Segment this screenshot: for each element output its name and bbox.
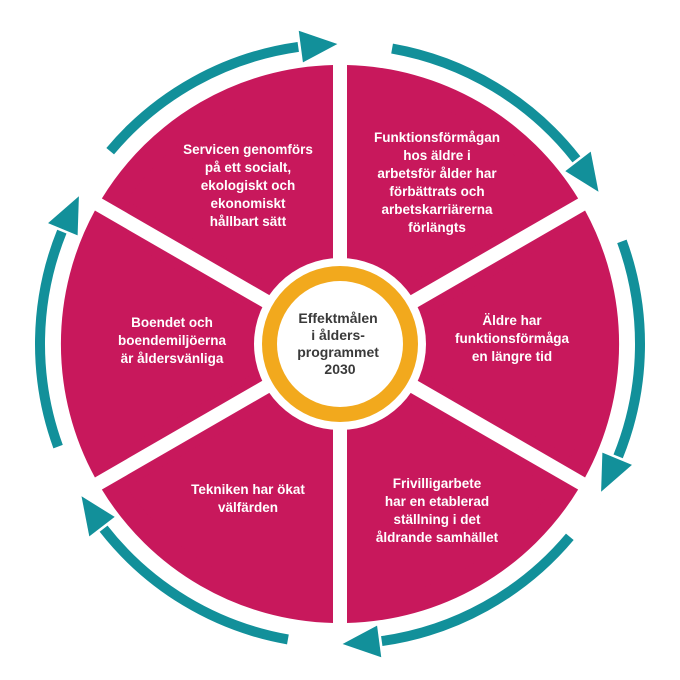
goal-label-functional-capacity: Äldre har funktionsförmåga en längre tid — [455, 313, 569, 364]
petal-divider — [388, 367, 604, 501]
goal-label-line: är åldersvänliga — [121, 351, 224, 366]
center-title: Effektmålen i ålders- programmet 2030 — [297, 310, 383, 377]
goal-label-line: ekonomiskt — [210, 196, 286, 211]
goal-label-volunteering: Frivilligarbete har en etablerad ställning… — [376, 476, 499, 545]
goal-label-line: har en etablerad — [385, 494, 489, 509]
goal-label-line: en längre tid — [472, 349, 552, 364]
goal-label-line: förlängts — [408, 220, 466, 235]
cycle-arrow-head — [601, 452, 632, 492]
goal-petal-volunteering — [335, 367, 580, 623]
center-disc — [277, 281, 403, 407]
cycle-arrow-head — [298, 30, 338, 63]
goal-petals — [60, 56, 620, 632]
goal-label-line: Funktionsförmågan — [374, 130, 500, 145]
cycle-arrow-arc — [391, 43, 581, 163]
cycle-arrow-head — [48, 196, 79, 236]
center-hub: Effektmålen i ålders- programmet 2030 — [262, 266, 418, 422]
cycle-arrow-arc — [106, 41, 299, 155]
goal-label-line: Servicen genomförs — [183, 142, 313, 157]
cycle-arrow-arc — [99, 525, 289, 645]
goal-label-line: ställning i det — [393, 512, 481, 527]
cycle-arrows — [35, 30, 645, 658]
goal-label-housing: Boendet och boendemiljöerna är åldersvänli… — [118, 315, 227, 366]
center-title-line: 2030 — [324, 361, 355, 377]
center-title-line: i ålders- — [311, 327, 365, 343]
goal-label-line: ekologiskt och — [201, 178, 296, 193]
goal-petal-sustainable-service — [100, 65, 345, 321]
goal-petal-technology — [100, 367, 345, 623]
cycle-arrow-head — [565, 151, 599, 192]
goal-petal-work-ability — [335, 65, 580, 321]
goal-label-line: Tekniken har ökat — [191, 482, 305, 497]
goal-label-sustainable-service: Servicen genomförs på ett socialt, ekologi… — [183, 142, 313, 229]
goal-label-line: funktionsförmåga — [455, 331, 569, 346]
goal-label-line: på ett socialt, — [205, 160, 291, 175]
goal-label-line: Boendet och — [131, 315, 213, 330]
goal-label-work-ability: Funktionsförmågan hos äldre i arbetsför ål… — [374, 130, 500, 235]
cycle-arrow-head — [342, 625, 382, 658]
goal-label-line: hållbart sätt — [210, 214, 287, 229]
goal-label-line: boendemiljöerna — [118, 333, 227, 348]
cycle-arrow-arc — [35, 229, 67, 449]
goal-label-line: förbättrats och — [389, 184, 484, 199]
goal-label-line: arbetskarriärerna — [381, 202, 493, 217]
center-title-line: Effektmålen — [298, 310, 377, 326]
petal-divider — [76, 367, 292, 501]
cycle-arrow-head — [81, 496, 115, 537]
goal-petal-functional-capacity — [382, 204, 620, 484]
goal-label-line: åldrande samhället — [376, 530, 499, 545]
goal-label-technology: Tekniken har ökat välfärden — [191, 482, 305, 515]
goal-label-line: hos äldre i — [403, 148, 471, 163]
center-title-line: programmet — [297, 344, 379, 360]
goal-labels: Servicen genomförs på ett socialt, ekologi… — [118, 130, 570, 545]
petal-divider — [388, 187, 604, 321]
goal-label-line: välfärden — [218, 500, 278, 515]
petal-divider — [76, 187, 292, 321]
goal-petal-housing — [60, 204, 298, 484]
cycle-arrow-arc — [381, 533, 574, 647]
goal-label-line: Äldre har — [482, 313, 542, 328]
goal-label-line: Frivilligarbete — [393, 476, 482, 491]
cycle-arrow-arc — [613, 239, 645, 459]
goal-label-line: arbetsför ålder har — [377, 166, 497, 181]
